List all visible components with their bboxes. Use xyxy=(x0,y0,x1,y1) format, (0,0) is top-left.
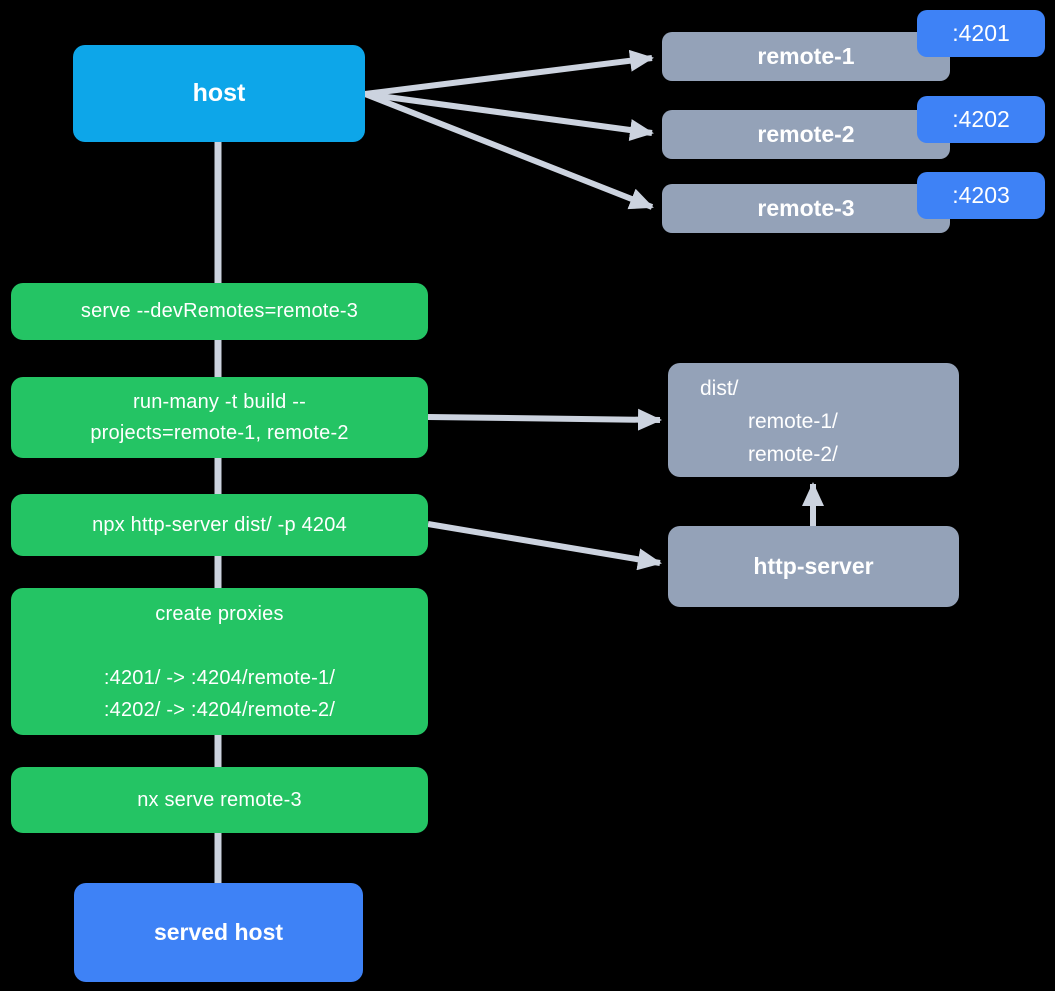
proxy-mapping-2: :4202/ -> :4204/remote-2/ xyxy=(103,698,336,721)
remote-2-label: remote-2 xyxy=(757,121,855,147)
served-host-node: served host xyxy=(74,883,363,982)
remote-1-label: remote-1 xyxy=(757,43,855,69)
port-badge-4203: :4203 xyxy=(917,172,1045,219)
remote-2-node: remote-2 xyxy=(662,110,950,159)
proxy-mapping-1: :4201/ -> :4204/remote-1/ xyxy=(103,666,336,689)
run-many-line-2: projects=remote-1, remote-2 xyxy=(90,421,349,444)
command-serve-devremotes: serve --devRemotes=remote-3 xyxy=(11,283,428,340)
command-run-many-build: run-many -t build -- projects=remote-1, … xyxy=(11,377,428,458)
http-server-node: http-server xyxy=(668,526,959,607)
arrow-npx-to-httpserver xyxy=(427,521,662,571)
create-proxies-title: create proxies xyxy=(155,602,284,625)
arrow-host-to-remote-3 xyxy=(363,91,654,210)
port-badge-4202: :4202 xyxy=(917,96,1045,143)
dist-remote-2-line: remote-2/ xyxy=(748,443,838,466)
dist-folder-node: dist/ remote-1/ remote-2/ xyxy=(668,363,959,477)
port-4202-label: :4202 xyxy=(952,106,1010,132)
run-many-line-1: run-many -t build -- xyxy=(133,390,306,413)
npx-command-label: npx http-server dist/ -p 4204 xyxy=(92,513,347,536)
remote-3-node: remote-3 xyxy=(662,184,950,233)
serve-command-label: serve --devRemotes=remote-3 xyxy=(80,300,359,322)
host-label: host xyxy=(192,79,246,107)
host-node: host xyxy=(73,45,365,142)
command-npx-http-server: npx http-server dist/ -p 4204 xyxy=(11,494,428,556)
remote-1-node: remote-1 xyxy=(662,32,950,81)
port-4203-label: :4203 xyxy=(952,182,1010,208)
nx-serve-command-label: nx serve remote-3 xyxy=(137,788,302,811)
port-4201-label: :4201 xyxy=(952,20,1010,46)
arrow-runmany-to-dist xyxy=(427,408,662,431)
dist-folder-line: dist/ xyxy=(700,377,739,400)
arrow-host-to-remote-2 xyxy=(364,91,654,141)
command-nx-serve-remote-3: nx serve remote-3 xyxy=(11,767,428,833)
served-host-label: served host xyxy=(153,919,284,945)
arrow-host-to-remote-1 xyxy=(364,49,654,97)
http-server-label: http-server xyxy=(753,553,874,579)
port-badge-4201: :4201 xyxy=(917,10,1045,57)
remote-3-label: remote-3 xyxy=(757,195,855,221)
command-create-proxies: create proxies :4201/ -> :4204/remote-1/… xyxy=(11,588,428,735)
dist-remote-1-line: remote-1/ xyxy=(748,410,838,433)
